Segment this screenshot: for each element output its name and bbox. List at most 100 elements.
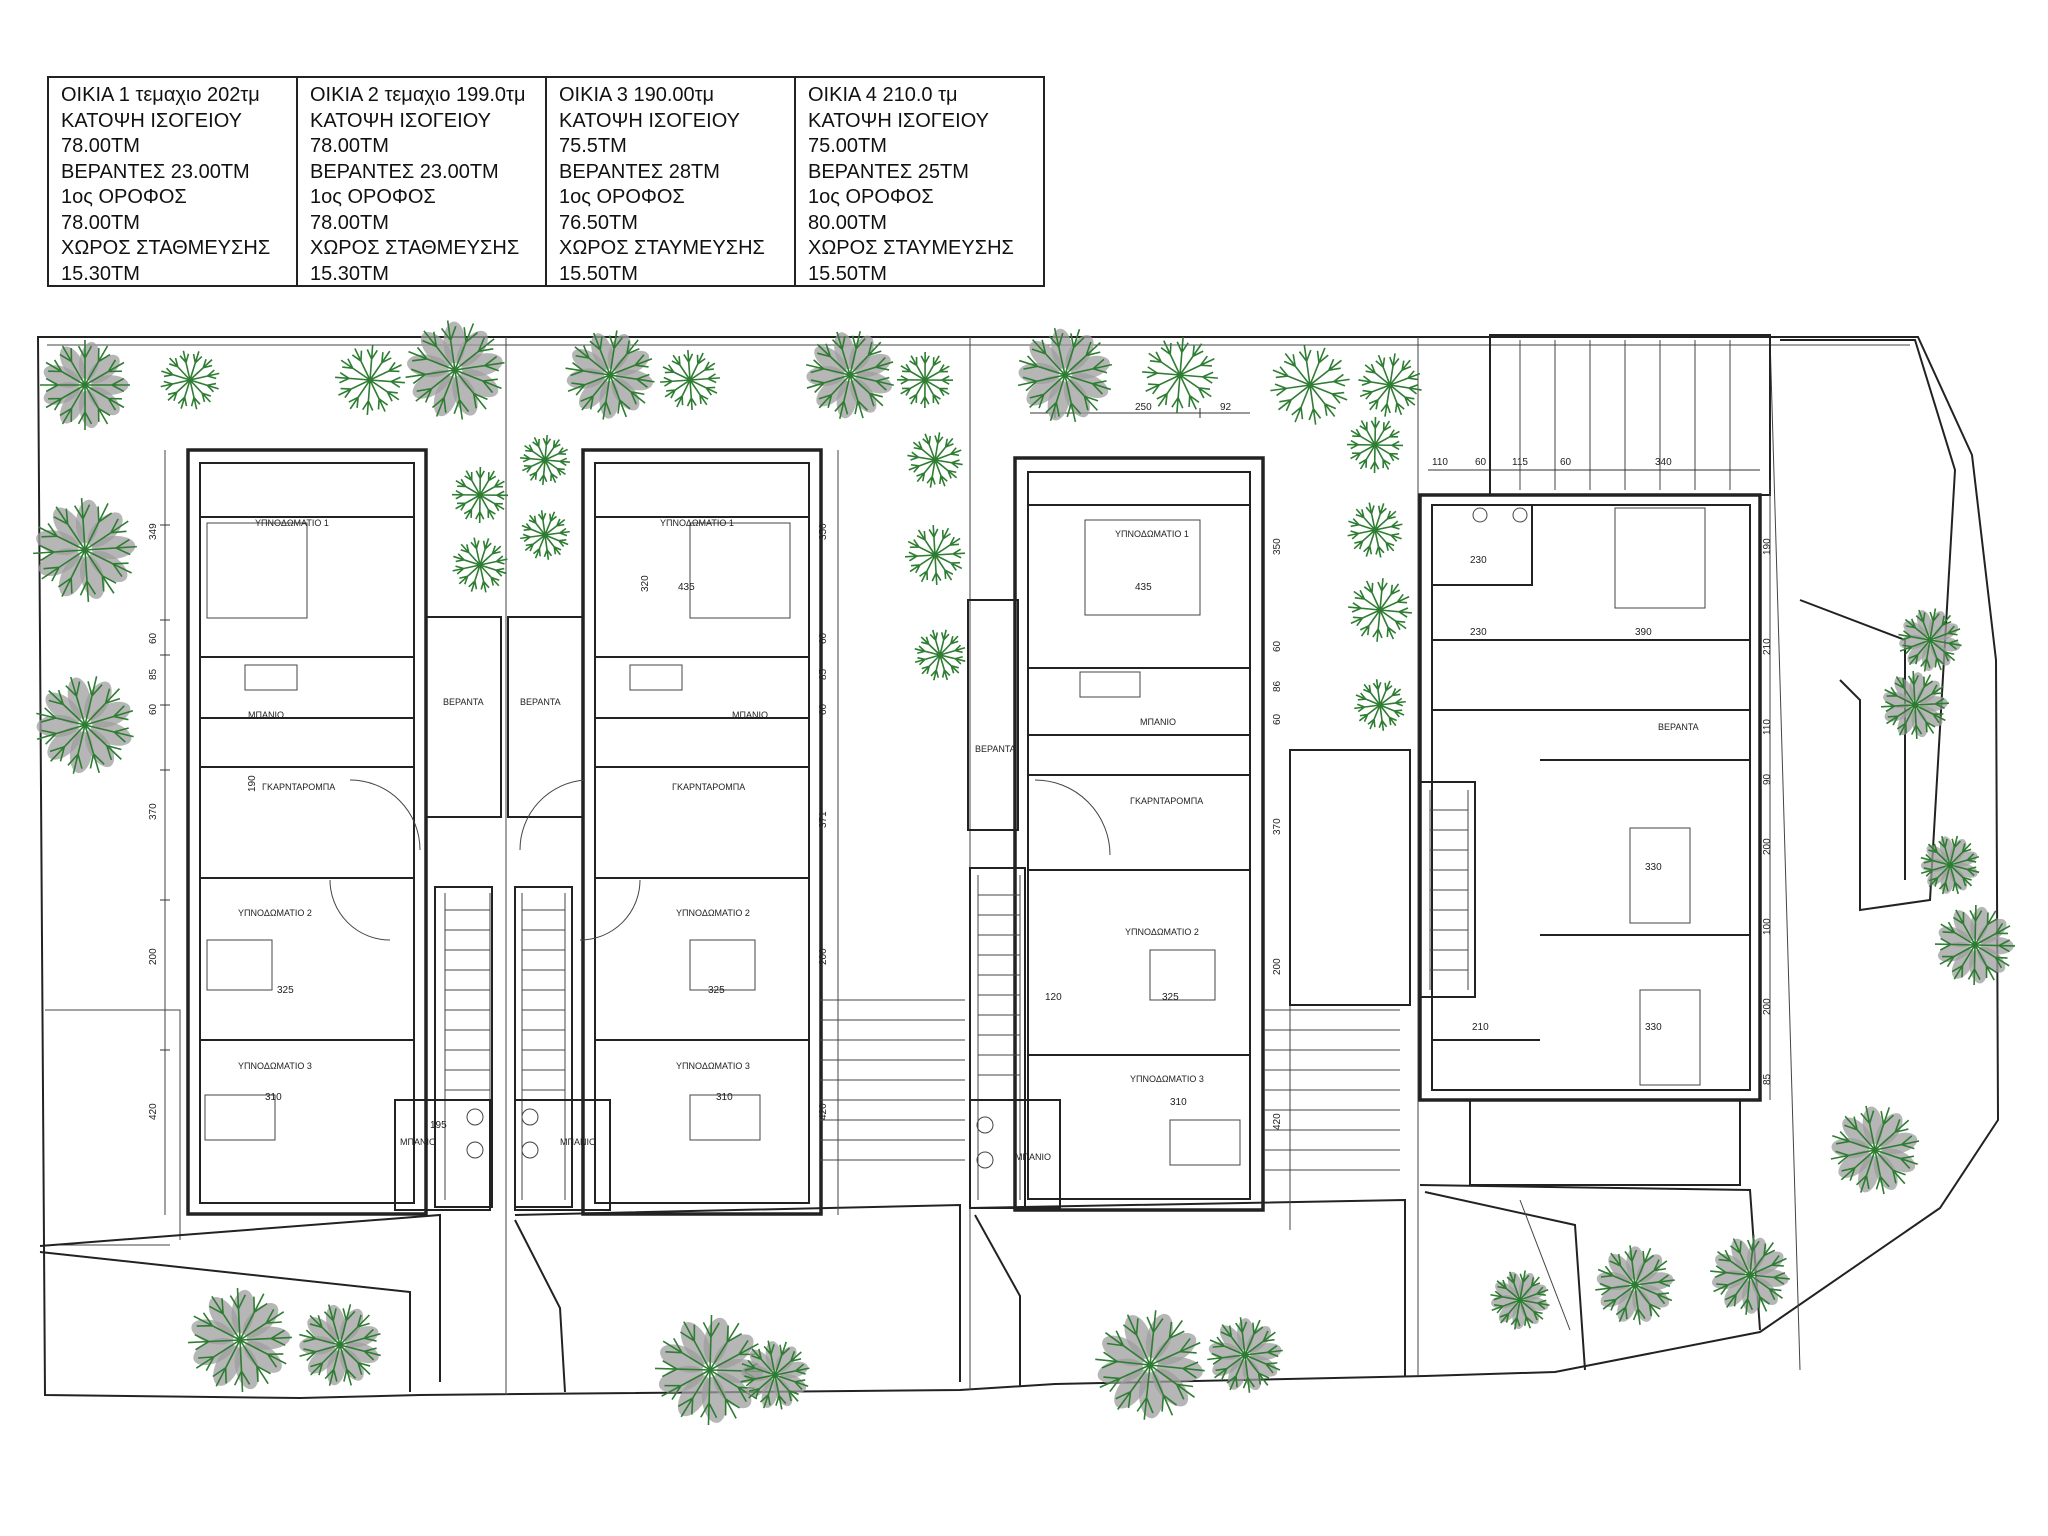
ground-floor-area: 78.00ΤΜ xyxy=(310,135,389,157)
tree-icon xyxy=(1934,904,2016,986)
tree-icon xyxy=(1346,416,1404,474)
area-legend-table: ΟΙΚΙΑ 1 τεμαχιο 202τμ ΚΑΤΟΨΗ ΙΣΟΓΕΙΟΥ 78… xyxy=(47,76,1045,287)
house-title: ΟΙΚΙΑ 3 190.00τμ xyxy=(559,84,715,106)
dim-text: 349 xyxy=(148,523,159,540)
first-floor-area: 76.50ΤΜ xyxy=(559,211,638,234)
dim-text: 320 xyxy=(640,575,651,592)
tree-icon xyxy=(1881,671,1949,739)
ground-floor-area: 75.5ΤΜ xyxy=(559,135,627,157)
room-label-bathroom-small: ΜΠΑΝΙΟ xyxy=(1140,717,1176,727)
room-label-bedroom-1: ΥΠΝΟΔΩΜΑΤΙΟ 1 xyxy=(1115,529,1189,539)
parking-area: 15.50ΤΜ xyxy=(559,262,638,285)
room-label-bedroom-2: ΥΠΝΟΔΩΜΑΤΙΟ 2 xyxy=(238,908,312,918)
room-label-bedroom-3: ΥΠΝΟΔΩΜΑΤΙΟ 3 xyxy=(238,1061,312,1071)
parking-label: ΧΩΡΟΣ ΣΤΑΘΜΕΥΣΗΣ xyxy=(310,237,520,259)
parking-area: 15.50ΤΜ xyxy=(808,262,887,285)
verandas-area: ΒΕΡΑΝΤΕΣ 23.00ΤΜ xyxy=(310,160,499,183)
dim-text: 325 xyxy=(1162,992,1179,1003)
tree-icon xyxy=(1490,1270,1550,1330)
first-floor-label: 1ος ΟΡΟΦΟΣ xyxy=(808,186,934,208)
house-1-plan xyxy=(160,448,502,1216)
first-floor-area: 78.00ΤΜ xyxy=(310,211,389,234)
dim-text: 200 xyxy=(818,948,829,965)
tree-icon xyxy=(565,330,655,420)
legend-house-1: ΟΙΚΙΑ 1 τεμαχιο 202τμ ΚΑΤΟΨΗ ΙΣΟΓΕΙΟΥ 78… xyxy=(49,78,298,285)
ground-floor-area: 78.00ΤΜ xyxy=(61,135,140,157)
house-title: ΟΙΚΙΑ 1 τεμαχιο 202τμ xyxy=(61,84,260,106)
house-3-plan xyxy=(967,408,1291,1230)
tree-icon xyxy=(1348,578,1412,642)
first-floor-label: 1ος ΟΡΟΦΟΣ xyxy=(61,186,187,208)
room-label-veranda: ΒΕΡΑΝΤΑ xyxy=(520,697,561,707)
dim-text: 60 xyxy=(818,703,829,715)
dim-text: 110 xyxy=(1762,719,1773,735)
tree-icon xyxy=(1270,345,1350,425)
first-floor-area: 78.00ΤΜ xyxy=(61,211,140,234)
ground-floor-label: ΚΑΤΟΨΗ ΙΣΟΓΕΙΟΥ xyxy=(559,109,740,132)
dim-text: 325 xyxy=(708,985,725,996)
legend-house-2: ΟΙΚΙΑ 2 τεμαχιο 199.0τμ ΚΑΤΟΨΗ ΙΣΟΓΕΙΟΥ … xyxy=(298,78,547,285)
tree-icon xyxy=(1358,353,1422,417)
tree-icon xyxy=(896,351,954,409)
first-floor-label: 1ος ΟΡΟΦΟΣ xyxy=(559,186,685,208)
tree-icon xyxy=(740,1340,810,1410)
tree-icon xyxy=(405,320,505,420)
tree-icon xyxy=(160,350,220,410)
room-label-bathroom-small: ΜΠΑΝΙΟ xyxy=(248,710,284,720)
dim-text: 420 xyxy=(818,1103,829,1120)
dim-text: 100 xyxy=(1762,918,1773,935)
dim-text: 310 xyxy=(265,1092,282,1103)
house-4-plan xyxy=(1418,334,1957,1186)
verandas-area: ΒΕΡΑΝΤΕΣ 23.00ΤΜ xyxy=(61,160,250,183)
tree-icon xyxy=(1920,835,1980,895)
room-label-bedroom-2: ΥΠΝΟΔΩΜΑΤΙΟ 2 xyxy=(1125,927,1199,937)
parking-areas xyxy=(39,1184,1761,1393)
site-boundary xyxy=(36,336,2000,1400)
first-floor-area: 80.00ΤΜ xyxy=(808,211,887,234)
verandas-area: ΒΕΡΑΝΤΕΣ 28ΤΜ xyxy=(559,160,720,183)
tree-icon xyxy=(1830,1105,1920,1195)
dim-text: 60 xyxy=(1272,713,1283,725)
parking-label: ΧΩΡΟΣ ΣΤΑΘΜΕΥΣΗΣ xyxy=(61,237,271,259)
dim-text: 115 xyxy=(1512,457,1528,468)
house-title: ΟΙΚΙΑ 4 210.0 τμ xyxy=(808,84,958,106)
room-label-bathroom: ΜΠΑΝΙΟ xyxy=(400,1137,436,1147)
dim-text: 230 xyxy=(1470,627,1487,638)
tree-icon xyxy=(1898,608,1962,672)
tree-icon xyxy=(335,345,405,415)
tree-icon xyxy=(1347,502,1403,558)
verandas-area: ΒΕΡΑΝΤΕΣ 25ΤΜ xyxy=(808,160,969,183)
dim-text: 200 xyxy=(1762,838,1773,855)
room-label-bedroom-2: ΥΠΝΟΔΩΜΑΤΙΟ 2 xyxy=(676,908,750,918)
dim-text: 210 xyxy=(1762,638,1773,655)
room-label-wardrobe: ΓΚΑΡΝΤΑΡΟΜΠΑ xyxy=(262,782,335,792)
dim-text: 60 xyxy=(1560,457,1572,468)
tree-icon xyxy=(1710,1235,1790,1315)
dim-text: 60 xyxy=(148,632,159,644)
tree-icon xyxy=(805,330,895,420)
dim-text: 60 xyxy=(1272,640,1283,652)
room-label-wardrobe: ΓΚΑΡΝΤΑΡΟΜΠΑ xyxy=(672,782,745,792)
tree-icon xyxy=(905,525,965,585)
dim-text: 60 xyxy=(148,703,159,715)
tree-icon xyxy=(660,350,720,410)
room-label-bathroom: ΜΠΑΝΙΟ xyxy=(560,1137,596,1147)
dim-text: 340 xyxy=(1655,457,1672,468)
tree-icon xyxy=(1095,1310,1205,1420)
dim-text: 330 xyxy=(1645,862,1662,873)
room-label-bathroom: ΜΠΑΝΙΟ xyxy=(1015,1152,1051,1162)
parking-area: 15.30ΤΜ xyxy=(61,262,140,285)
room-label-bathroom-small: ΜΠΑΝΙΟ xyxy=(732,710,768,720)
tree-icon xyxy=(914,629,966,681)
tree-icon xyxy=(36,676,134,774)
tree-icon xyxy=(1142,337,1218,413)
room-label-bedroom-1: ΥΠΝΟΔΩΜΑΤΙΟ 1 xyxy=(255,518,329,528)
ground-floor-label: ΚΑΤΟΨΗ ΙΣΟΓΕΙΟΥ xyxy=(310,109,491,132)
tree-icon xyxy=(907,432,963,488)
room-label-bedroom-1: ΥΠΝΟΔΩΜΑΤΙΟ 1 xyxy=(660,518,734,528)
dim-text: 310 xyxy=(716,1092,733,1103)
landscape-trees xyxy=(33,320,2016,1426)
parking-label: ΧΩΡΟΣ ΣΤΑΥΜΕΥΣΗΣ xyxy=(559,237,765,259)
dim-text: 370 xyxy=(148,803,159,820)
tree-icon xyxy=(1354,679,1406,731)
